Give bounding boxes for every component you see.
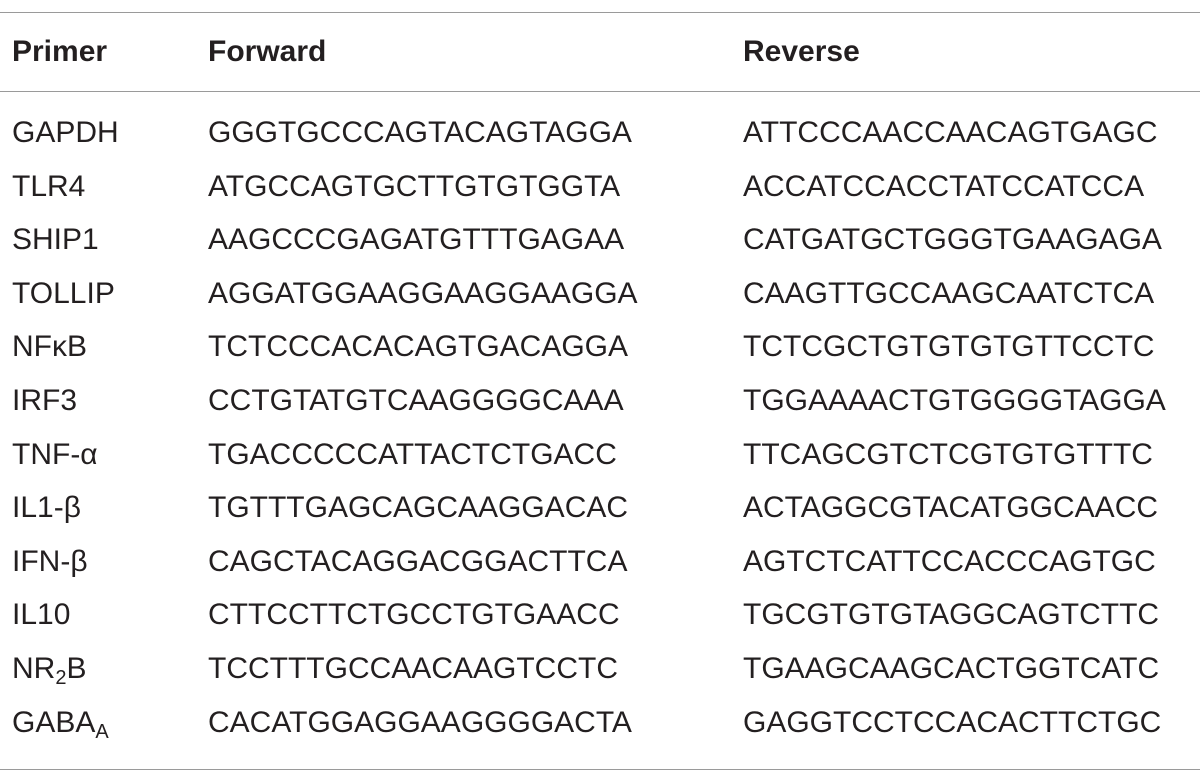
primer-name: IFN-β [12,544,88,578]
table-row: GABAA CACATGGAGGAAGGGGACTA GAGGTCCTCCACACT… [0,703,1200,757]
primer-name: GABA [12,705,96,739]
primer-name: IL10 [12,598,71,632]
reverse-sequence: AGTCTCATTCCACCCAGTGC [743,544,1156,578]
reverse-sequence: ACCATCCACCTATCCATCCA [743,169,1145,203]
forward-sequence: ATGCCAGTGCTTGTGTGGTA [208,169,621,203]
table-row: TNF-α TGACCCCCATTACTCTGACC TTCAGCGTCTCGTGT… [0,435,1200,489]
primer-cell: TLR4 [12,167,85,207]
forward-sequence: TCTCCCACACAGTGACAGGA [208,330,629,364]
table-row: TOLLIP AGGATGGAAGGAAGGAAGGA CAAGTTGCCAAGCA… [0,274,1200,328]
reverse-sequence: TCTCGCTGTGTGTGTTCCTC [743,330,1155,364]
primer-cell: IRF3 [12,381,77,421]
header-reverse: Reverse [743,35,860,68]
primer-cell: GABAA [12,703,109,743]
table-row: IL10 CTTCCTTCTGCCTGTGAACC TGCGTGTGTAGGCAGT… [0,595,1200,649]
forward-sequence: TGTTTGAGCAGCAAGGACAC [208,491,629,525]
reverse-sequence: TTCAGCGTCTCGTGTGTTTC [743,437,1153,471]
reverse-sequence: CAAGTTGCCAAGCAATCTCA [743,276,1155,310]
forward-sequence: CACATGGAGGAAGGGGACTA [208,705,632,739]
primer-suffix: B [66,652,87,685]
table-bottom-rule [0,769,1200,770]
primer-name: NR [12,652,56,685]
table-row: IL1-β TGTTTGAGCAGCAAGGACAC ACTAGGCGTACATGG… [0,488,1200,542]
primer-cell: IL10 [12,595,70,635]
table-header-rule [0,91,1200,92]
primer-cell: GAPDH [12,113,119,153]
primer-name: IL1-β [12,491,81,525]
forward-sequence: GGGTGCCCAGTACAGTAGGA [208,116,632,149]
header-forward: Forward [208,35,327,68]
table-row: IRF3 CCTGTATGTCAAGGGGCAAA TGGAAAACTGTGGGGT… [0,381,1200,435]
primer-name: TLR4 [12,169,86,203]
forward-sequence: TCCTTTGCCAACAAGTCCTC [208,652,618,685]
table-row: GAPDH GGGTGCCCAGTACAGTAGGA ATTCCCAACCAACAG… [0,113,1200,167]
primer-cell: TOLLIP [12,274,115,314]
forward-sequence: AGGATGGAAGGAAGGAAGGA [208,276,638,310]
table-row: TLR4 ATGCCAGTGCTTGTGTGGTA ACCATCCACCTATCCA… [0,167,1200,221]
forward-sequence: AAGCCCGAGATGTTTGAGAA [208,223,625,257]
table-row: SHIP1 AAGCCCGAGATGTTTGAGAA CATGATGCTGGGTGA… [0,220,1200,274]
primer-name: SHIP1 [12,223,99,257]
forward-sequence: CCTGTATGTCAAGGGGCAAA [208,384,624,417]
reverse-sequence: TGGAAAACTGTGGGGTAGGA [743,384,1166,417]
forward-sequence: TGACCCCCATTACTCTGACC [208,437,617,471]
primer-name: NFκB [12,330,87,364]
primer-cell: NFκB [12,327,87,367]
table-row: IFN-β CAGCTACAGGACGGACTTCA AGTCTCATTCCACCC… [0,542,1200,596]
reverse-sequence: TGAAGCAAGCACTGGTCATC [743,652,1160,685]
primer-cell: IL1-β [12,488,81,528]
primer-name: GAPDH [12,116,119,149]
reverse-sequence: ATTCCCAACCAACAGTGAGC [743,116,1158,149]
primer-name: TNF-α [12,437,98,471]
reverse-sequence: TGCGTGTGTAGGCAGTCTTC [743,598,1160,632]
primer-name: TOLLIP [12,276,115,310]
forward-sequence: CAGCTACAGGACGGACTTCA [208,544,628,578]
forward-sequence: CTTCCTTCTGCCTGTGAACC [208,598,620,632]
primer-subscript: A [95,720,109,743]
primer-subscript: 2 [55,667,67,689]
header-primer: Primer [12,35,108,68]
primer-cell: NR2B [12,649,86,689]
primer-name: IRF3 [12,384,78,417]
reverse-sequence: ACTAGGCGTACATGGCAACC [743,491,1159,525]
table-top-rule [0,12,1200,13]
table-row: NFκB TCTCCCACACAGTGACAGGA TCTCGCTGTGTGTGTT… [0,327,1200,381]
reverse-sequence: CATGATGCTGGGTGAAGAGA [743,223,1162,257]
primer-cell: IFN-β [12,542,88,582]
table-row: NR2B TCCTTTGCCAACAAGTCCTC TGAAGCAAGCACTGGT… [0,649,1200,703]
primer-cell: SHIP1 [12,220,99,260]
reverse-sequence: GAGGTCCTCCACACTTCTGC [743,705,1162,739]
primer-cell: TNF-α [12,435,98,475]
